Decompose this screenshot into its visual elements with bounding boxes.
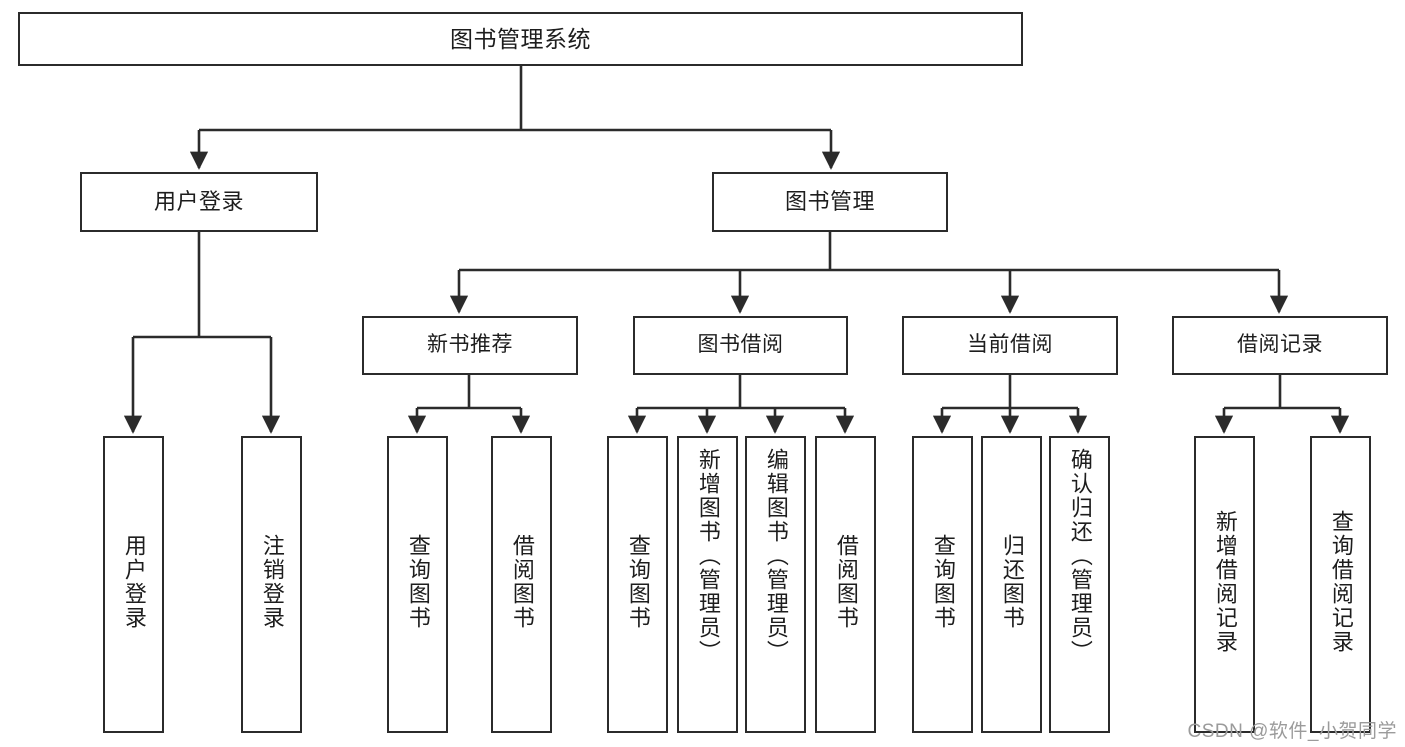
- node-user-login[interactable]: 用户登录: [80, 172, 318, 232]
- node-label: 确认归还（管理员）: [1067, 448, 1093, 664]
- node-label: 图书借阅: [697, 333, 784, 357]
- node-label: 查询图书: [405, 534, 431, 630]
- node-label: 新增图书（管理员）: [695, 448, 721, 664]
- node-leaf-edit-book[interactable]: 编辑图书（管理员）: [745, 436, 806, 733]
- node-leaf-borrow-book[interactable]: 借阅图书: [815, 436, 876, 733]
- node-borrow-record[interactable]: 借阅记录: [1172, 316, 1388, 375]
- node-label: 查询借阅记录: [1328, 510, 1354, 654]
- node-leaf-add-borrow-record[interactable]: 新增借阅记录: [1194, 436, 1255, 733]
- node-label: 新书推荐: [427, 333, 513, 357]
- node-label: 借阅图书: [509, 534, 535, 630]
- node-leaf-query-book-recommend[interactable]: 查询图书: [387, 436, 448, 733]
- node-label: 借阅图书: [833, 534, 859, 630]
- node-label: 图书管理: [784, 189, 875, 215]
- node-leaf-query-book-borrow[interactable]: 查询图书: [607, 436, 668, 733]
- node-leaf-query-borrow-record[interactable]: 查询借阅记录: [1310, 436, 1371, 733]
- node-book-borrow[interactable]: 图书借阅: [633, 316, 848, 375]
- node-label: 编辑图书（管理员）: [763, 448, 789, 664]
- node-new-book-recommend[interactable]: 新书推荐: [362, 316, 578, 375]
- node-leaf-query-book-current[interactable]: 查询图书: [912, 436, 973, 733]
- node-leaf-user-login[interactable]: 用户登录: [103, 436, 164, 733]
- node-leaf-borrow-book-recommend[interactable]: 借阅图书: [491, 436, 552, 733]
- node-label: 查询图书: [930, 534, 956, 630]
- node-current-borrow[interactable]: 当前借阅: [902, 316, 1118, 375]
- node-leaf-confirm-return[interactable]: 确认归还（管理员）: [1049, 436, 1110, 733]
- node-label: 图书管理系统: [450, 25, 591, 52]
- node-book-management-system[interactable]: 图书管理系统: [18, 12, 1023, 66]
- csdn-watermark: CSDN @软件_小贺同学: [1187, 721, 1397, 742]
- node-label: 新增借阅记录: [1212, 510, 1238, 654]
- node-label: 用户登录: [153, 189, 244, 215]
- node-leaf-add-book[interactable]: 新增图书（管理员）: [677, 436, 738, 733]
- node-label: 借阅记录: [1237, 333, 1323, 357]
- node-label: 归还图书: [999, 534, 1025, 630]
- node-label: 用户登录: [121, 534, 147, 630]
- node-label: 当前借阅: [967, 333, 1053, 357]
- node-leaf-return-book[interactable]: 归还图书: [981, 436, 1042, 733]
- node-label: 注销登录: [259, 534, 285, 630]
- node-book-management[interactable]: 图书管理: [712, 172, 948, 232]
- node-leaf-logout-login[interactable]: 注销登录: [241, 436, 302, 733]
- node-label: 查询图书: [625, 534, 651, 630]
